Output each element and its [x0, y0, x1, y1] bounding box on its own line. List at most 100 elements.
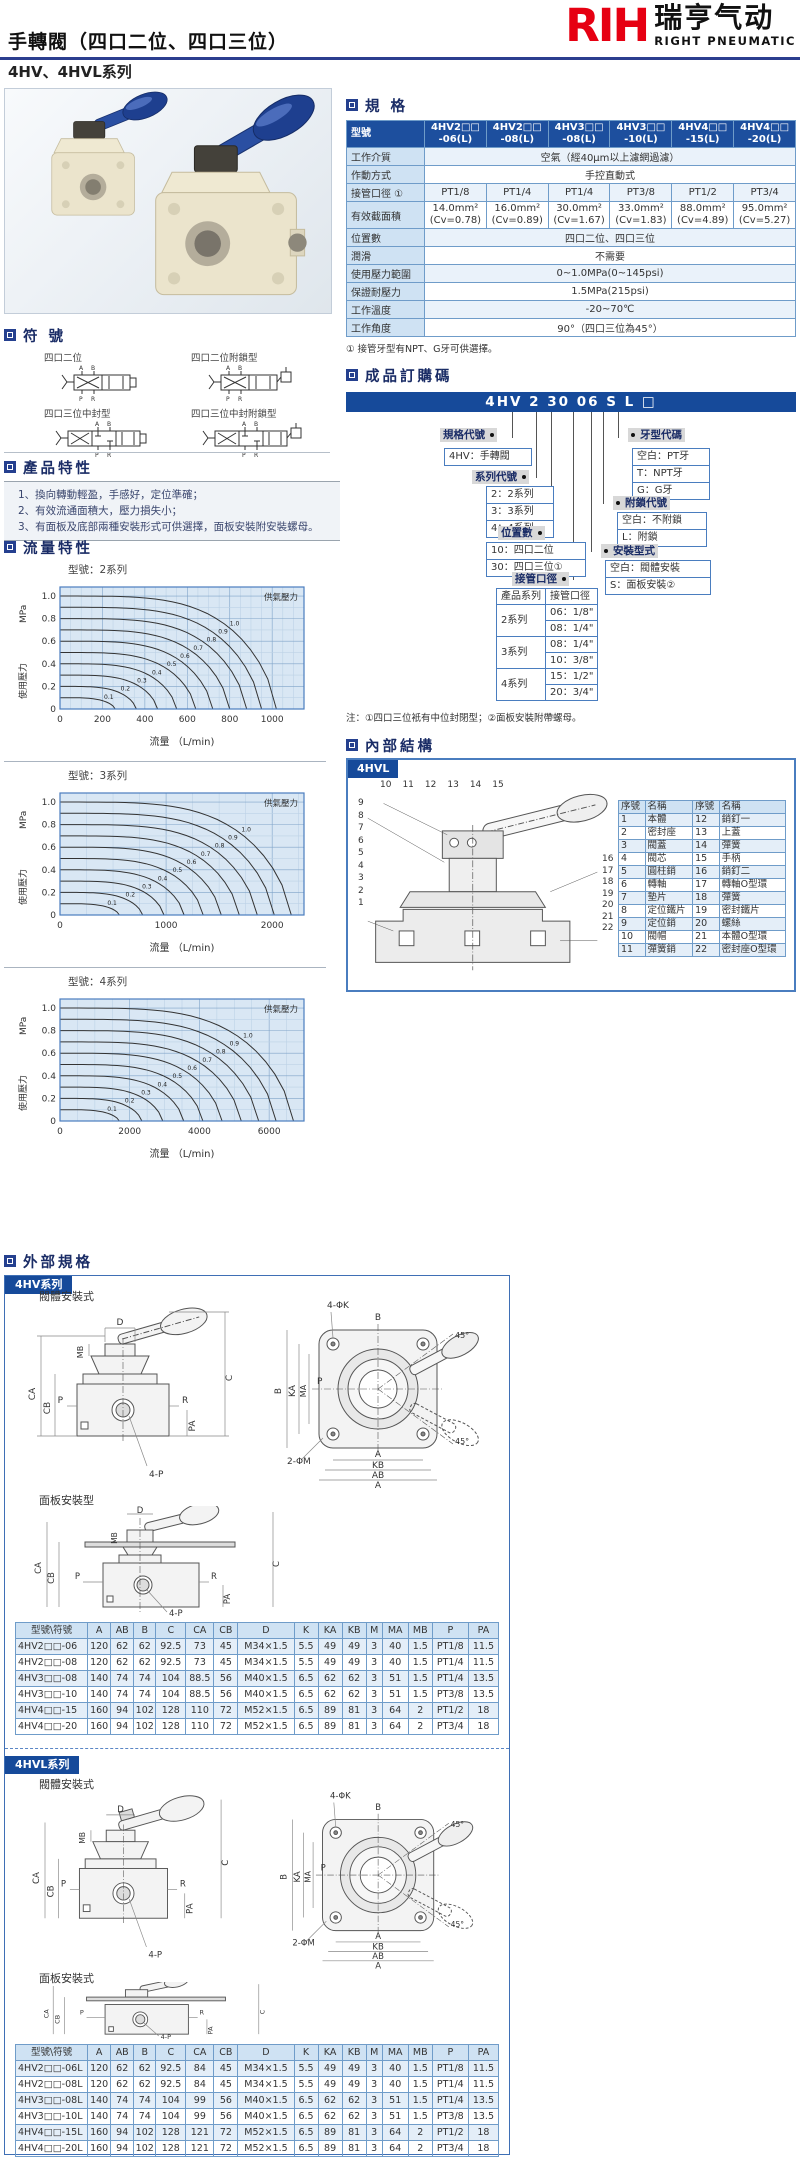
- spec-footnote: ① 接管牙型有NPT、G牙可供選擇。: [346, 344, 498, 355]
- table-cell: 3: [365, 1718, 383, 1735]
- table-cell: 12: [692, 813, 720, 827]
- series-name: 3系列: [496, 636, 546, 669]
- table-cell: 4HV2□□-08L: [14, 2076, 89, 2093]
- svg-text:使用壓力: 使用壓力: [17, 869, 29, 905]
- table-cell: 6.5: [293, 1686, 319, 1703]
- table-cell: 56: [213, 2092, 239, 2109]
- callout-number: 22: [602, 923, 614, 933]
- svg-text:0: 0: [57, 1127, 63, 1137]
- dim-p: P: [80, 2009, 84, 2017]
- table-cell: 120: [87, 2060, 112, 2077]
- table-cell: 4HV4□□-15: [14, 1702, 89, 1719]
- table-cell: 62: [317, 2092, 343, 2109]
- hvl-body-mount-drawing: CA CB MB D C P R PA 4-P: [32, 1795, 231, 1960]
- callout-number: 5: [358, 848, 364, 858]
- port-label-a: A: [95, 421, 100, 428]
- table-cell: 10: [618, 930, 646, 944]
- dim-ma: MA: [303, 1870, 312, 1882]
- svg-text:0.4: 0.4: [42, 866, 57, 876]
- spec-row: 作動方式手控直動式: [346, 165, 796, 184]
- dim-ca: CA: [32, 1872, 42, 1884]
- table-cell: 13.5: [467, 1686, 500, 1703]
- svg-text:0.4: 0.4: [158, 875, 168, 882]
- table-cell: 17: [692, 878, 720, 892]
- ordering-option: 30：四口三位①: [491, 562, 563, 573]
- model-tag: 4HVL: [348, 760, 399, 778]
- external-title: 外部規格: [23, 1254, 93, 1271]
- column-header: MB: [407, 1622, 433, 1639]
- table-cell: 9: [618, 917, 646, 931]
- table-cell: 102: [133, 2124, 157, 2141]
- column-header: A: [87, 2044, 112, 2061]
- product-photo-small-valve: [51, 91, 168, 216]
- dim-a: A: [375, 1960, 381, 1970]
- table-cell: 81: [341, 1718, 367, 1735]
- table-cell: 56: [213, 2108, 239, 2125]
- table-cell: 18: [467, 2140, 500, 2157]
- table-cell: 45: [213, 1638, 239, 1655]
- table-cell: 2: [407, 1702, 433, 1719]
- table-cell: 62: [110, 1654, 135, 1671]
- table-cell: 128: [155, 1718, 187, 1735]
- feature-item: 2、有效流通面積大，壓力損失小；: [18, 505, 183, 517]
- dim-c: C: [258, 2009, 266, 2014]
- valve-symbol-icon: A B P R: [61, 365, 137, 402]
- ordering-option: 空白：不附鎖: [618, 513, 706, 530]
- connector-line: [536, 412, 537, 478]
- spec-row: 工作溫度-20~70℃: [346, 300, 796, 319]
- svg-text:使用壓力: 使用壓力: [17, 663, 29, 699]
- column-header: 型號\符號: [14, 2044, 89, 2061]
- dim-4p: 4-P: [149, 1470, 164, 1480]
- table-cell: 6.5: [293, 1718, 319, 1735]
- dim-b-top: B: [375, 1802, 381, 1812]
- table-cell: 62: [110, 2076, 135, 2093]
- table-cell: 閥蓋: [644, 839, 694, 853]
- dim-a-top: A: [375, 1450, 382, 1460]
- table-cell: 62: [341, 1686, 367, 1703]
- svg-text:0.4: 0.4: [42, 1072, 57, 1082]
- table-cell: 62: [110, 2060, 135, 2077]
- table-cell: 定位銷: [644, 917, 694, 931]
- table-cell: 62: [133, 1638, 157, 1655]
- table-cell: 螺絲: [718, 917, 787, 931]
- feature-item: 3、有面板及底部兩種安裝形式可供選擇，面板安裝附安裝螺母。: [18, 521, 319, 533]
- symbol-label: 四口三位中封附鎖型: [191, 409, 277, 420]
- dim-45deg: 45°: [455, 1331, 469, 1340]
- table-cell: 64: [381, 1718, 409, 1735]
- table-cell: 2: [618, 826, 646, 840]
- callout-number: 8: [358, 810, 364, 821]
- table-cell: 99: [185, 2108, 215, 2125]
- dim-4phik: 4-ΦK: [330, 1791, 351, 1801]
- column-header: AB: [110, 2044, 135, 2061]
- column-header: K: [293, 1622, 319, 1639]
- dim-b: B: [274, 1388, 284, 1394]
- svg-text:流量 （L/min): 流量 （L/min): [150, 735, 215, 748]
- ordering-option: 10：四口二位: [487, 543, 585, 560]
- table-cell: 74: [133, 1686, 157, 1703]
- svg-text:200: 200: [94, 715, 111, 725]
- spec-col-header: 型號: [346, 120, 425, 148]
- table-cell: 49: [317, 2060, 343, 2077]
- table-cell: 13.5: [467, 2092, 500, 2109]
- port-label-r: R: [238, 396, 242, 402]
- column-header: CA: [185, 2044, 215, 2061]
- dim-mb: MB: [78, 1832, 87, 1844]
- table-cell: 5.5: [293, 2060, 319, 2077]
- port-label-a: A: [79, 365, 84, 372]
- model-header: 4HV4□□-15(L): [671, 120, 735, 148]
- port-label-r: R: [254, 452, 258, 458]
- column-header: AB: [110, 1622, 135, 1639]
- table-cell: 45: [213, 2060, 239, 2077]
- table-cell: PT3/8: [431, 2108, 469, 2125]
- dim-cb: CB: [47, 1885, 57, 1897]
- svg-text:0.6: 0.6: [187, 859, 197, 866]
- table-cell: 14: [692, 839, 720, 853]
- svg-text:800: 800: [221, 715, 238, 725]
